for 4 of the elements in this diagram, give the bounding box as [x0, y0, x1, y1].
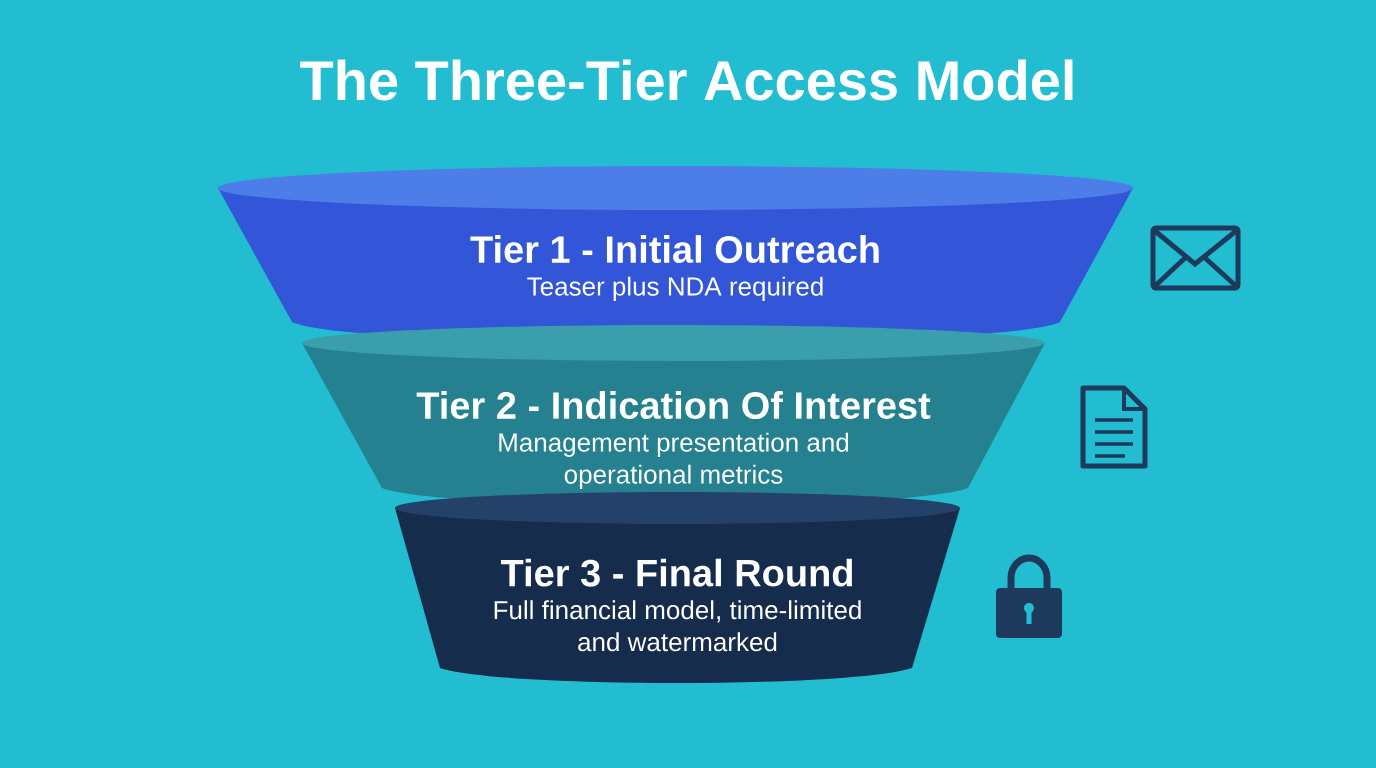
- funnel-tier: Tier 1 - Initial Outreach Teaser plus NDA required: [218, 166, 1133, 343]
- title: The Three-Tier Access Model: [300, 59, 1073, 101]
- funnel-tier: Tier 2 - Indication Of Interest Management presentation and operational metrics: [302, 325, 1045, 506]
- funnel-tier: Tier 3 - Final Round Full financial model, time-limited and watermarked: [395, 492, 960, 683]
